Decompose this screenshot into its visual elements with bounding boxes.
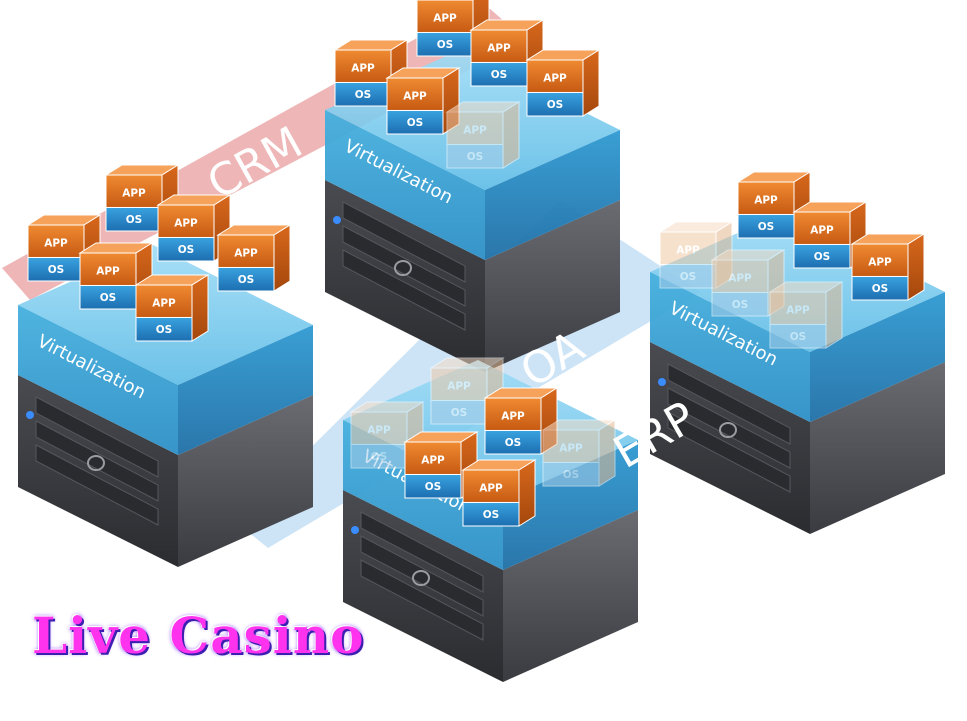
- vm-app-label: APP: [868, 256, 892, 268]
- vm-os-label: OS: [407, 117, 424, 129]
- vm-os-label: OS: [790, 331, 807, 343]
- vm-box: APP OS: [768, 281, 844, 349]
- power-led: [333, 216, 341, 224]
- virtualization-front: [18, 305, 178, 455]
- vm-box: APP OS: [461, 459, 537, 527]
- brand-watermark: Live Casino: [32, 606, 365, 665]
- vm-os-label: OS: [48, 264, 65, 276]
- virtualization-front: [325, 110, 485, 260]
- vm-app-label: APP: [543, 72, 567, 84]
- vm-os-label: OS: [238, 274, 255, 286]
- vm-app-label: APP: [463, 124, 487, 136]
- vm-app-label: APP: [676, 244, 700, 256]
- vm-app-label: APP: [234, 247, 258, 259]
- vm-os-label: OS: [467, 151, 484, 163]
- vm-app-label: APP: [96, 265, 120, 277]
- vm-os-label: OS: [491, 69, 508, 81]
- vm-app-label: APP: [421, 454, 445, 466]
- power-led: [658, 378, 666, 386]
- power-button: [394, 260, 412, 276]
- vm-box: APP OS: [216, 224, 292, 292]
- vm-app-label: APP: [810, 224, 834, 236]
- virtualization-side: [485, 130, 620, 260]
- vm-box: APP OS: [541, 419, 617, 487]
- power-led: [26, 411, 34, 419]
- vm-app-label: APP: [367, 424, 391, 436]
- vm-os-label: OS: [451, 407, 468, 419]
- vm-app-label: APP: [44, 237, 68, 249]
- vm-os-label: OS: [758, 221, 775, 233]
- vm-app-label: APP: [433, 12, 457, 24]
- vm-os-label: OS: [483, 509, 500, 521]
- server-side: [178, 395, 313, 567]
- power-button: [87, 455, 105, 471]
- power-button: [412, 570, 430, 586]
- power-button: [719, 422, 737, 438]
- vm-os-label: OS: [814, 251, 831, 263]
- vm-app-label: APP: [501, 410, 525, 422]
- server-side: [485, 200, 620, 372]
- virtualization-side: [178, 325, 313, 455]
- vm-os-label: OS: [680, 271, 697, 283]
- vm-box: APP OS: [134, 274, 210, 342]
- server-bottom: VirtualizationAPPOSAPPOSAPPOSAPPOSAPPOSA…: [343, 357, 638, 682]
- vm-os-label: OS: [100, 292, 117, 304]
- power-led: [351, 526, 359, 534]
- vm-box: APP OS: [850, 233, 926, 301]
- vm-app-label: APP: [754, 194, 778, 206]
- vm-os-label: OS: [425, 481, 442, 493]
- server-side: [503, 510, 638, 682]
- vm-app-label: APP: [487, 42, 511, 54]
- vm-app-label: APP: [174, 217, 198, 229]
- vm-os-label: OS: [355, 89, 372, 101]
- server-side: [810, 362, 945, 534]
- virtualization-side: [810, 292, 945, 422]
- vm-os-label: OS: [872, 283, 889, 295]
- vm-app-label: APP: [122, 187, 146, 199]
- virtualization-front: [650, 272, 810, 422]
- vm-app-label: APP: [403, 90, 427, 102]
- vm-os-label: OS: [371, 451, 388, 463]
- vm-box: APP OS: [349, 401, 425, 469]
- vm-app-label: APP: [559, 442, 583, 454]
- vm-app-label: APP: [152, 297, 176, 309]
- vm-box: APP OS: [525, 49, 601, 117]
- vm-app-label: APP: [447, 380, 471, 392]
- vm-os-label: OS: [126, 214, 143, 226]
- vm-os-label: OS: [505, 437, 522, 449]
- vm-os-label: OS: [547, 99, 564, 111]
- vm-app-label: APP: [786, 304, 810, 316]
- vm-box: APP OS: [445, 101, 521, 169]
- vm-os-label: OS: [732, 299, 749, 311]
- vm-app-label: APP: [351, 62, 375, 74]
- vm-box: APP OS: [469, 19, 545, 87]
- vm-os-label: OS: [178, 244, 195, 256]
- vm-box: APP OS: [333, 39, 409, 107]
- vm-os-label: OS: [437, 39, 454, 51]
- vm-os-label: OS: [563, 469, 580, 481]
- vm-app-label: APP: [479, 482, 503, 494]
- vm-os-label: OS: [156, 324, 173, 336]
- vm-app-label: APP: [728, 272, 752, 284]
